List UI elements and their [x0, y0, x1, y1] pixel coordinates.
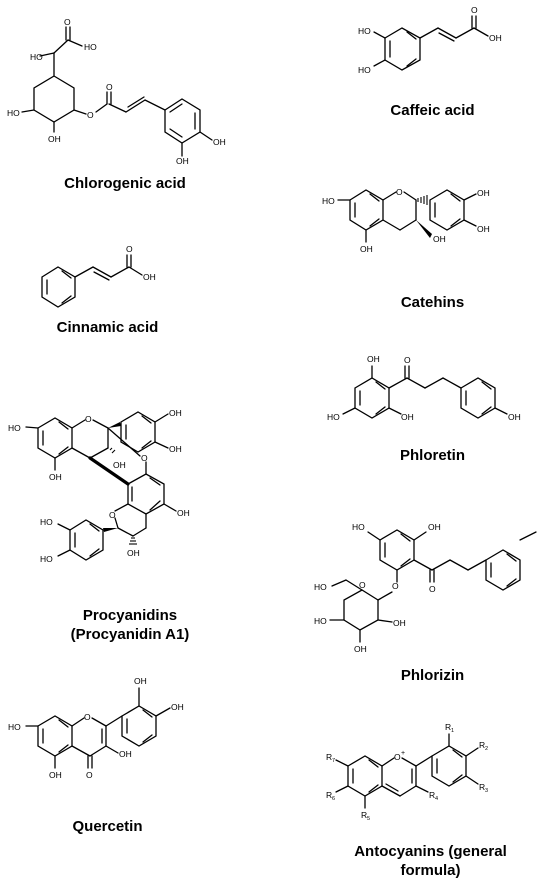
- phloretin-structure: OH O HO OH OH: [315, 340, 550, 435]
- phlorizin-caption: Phlorizin: [400, 667, 465, 684]
- chlorogenic-acid-caption: Chlorogenic acid: [64, 175, 186, 192]
- anthocyanins-r6-label: R: [326, 790, 332, 800]
- anthocyanins-r1-subscript: 1: [451, 728, 454, 734]
- phloretin-o-label: O: [404, 355, 411, 365]
- procyanidin-oh-c3-label: OH: [113, 460, 126, 470]
- anthocyanins-r5-subscript: 5: [367, 816, 370, 822]
- anthocyanins-caption: Antocyanins (general formula): [318, 842, 543, 880]
- chlorogenic-aryl-oh1-label: OH: [176, 156, 189, 166]
- phlorizin-ho-ch2-label: HO: [314, 582, 327, 592]
- anthocyanins-r7-label: R: [326, 752, 332, 762]
- quercetin-caption: Quercetin: [72, 818, 143, 835]
- procyanidin-ho-left-label: HO: [8, 423, 21, 433]
- anthocyanins-r2-label: R: [479, 740, 485, 750]
- catehins-ho-left-label: HO: [322, 196, 335, 206]
- cinnamic-o-label: O: [126, 244, 133, 254]
- procyanidin-o-lower-label: O: [109, 510, 116, 520]
- caffeic-o-label: O: [471, 5, 478, 15]
- caffeic-acid-caption: Caffeic acid: [390, 102, 475, 119]
- chlorogenic-oh-label: HO: [84, 42, 97, 52]
- phlorizin-structure: HO OH O O O HO HO OH OH: [300, 510, 550, 660]
- quercetin-structure: HO O OH OH O OH OH: [0, 660, 240, 800]
- caffeic-ho1-label: HO: [358, 26, 371, 36]
- chlorogenic-ho-label: HO: [30, 52, 43, 62]
- anthocyanins-r4-subscript: 4: [435, 796, 438, 802]
- catehins-oh-c3-label: OH: [433, 234, 446, 244]
- chlorogenic-ester-o-label: O: [87, 110, 94, 120]
- phlorizin-oh-c3-label: OH: [354, 644, 367, 654]
- phloretin-oh-para-label: OH: [508, 412, 521, 422]
- chlorogenic-acid-structure: HO HO O HO OH O O OH OH: [0, 0, 260, 170]
- caffeic-acid-structure: HO HO O OH: [330, 0, 550, 90]
- quercetin-oh-b1-label: OH: [134, 676, 147, 686]
- anthocyanins-structure: O + R 1 R 2 R 3 R 4 R 5 R 6 R 7: [310, 700, 550, 835]
- catehins-oh-bottom-label: OH: [360, 244, 373, 254]
- anthocyanins-r3-subscript: 3: [485, 788, 488, 794]
- chlorogenic-oh-bottom-label: OH: [48, 134, 61, 144]
- catehins-ring-o-label: O: [396, 187, 403, 197]
- catehins-structure: HO O OH OH OH OH: [310, 160, 550, 270]
- phloretin-oh-bottom-label: OH: [401, 412, 414, 422]
- quercetin-keto-o-label: O: [86, 770, 93, 780]
- phlorizin-oh-top-label: OH: [428, 522, 441, 532]
- procyanidin-bridge-o-label: O: [141, 453, 148, 463]
- catehins-aryl-oh1-label: OH: [477, 188, 490, 198]
- anthocyanins-plus-charge: +: [401, 750, 405, 757]
- procyanidin-ho-e2-label: HO: [40, 554, 53, 564]
- quercetin-ho-left-label: HO: [8, 722, 21, 732]
- procyanidins-caption-line2: (Procyanidin A1): [70, 626, 190, 643]
- procyanidins-caption: Procyanidins (Procyanidin A1): [0, 606, 260, 644]
- chlorogenic-carbonyl-o-label: O: [106, 82, 113, 92]
- phlorizin-oh-c2-label: OH: [393, 618, 406, 628]
- procyanidin-o-top-label: O: [85, 414, 92, 424]
- anthocyanins-caption-line2: formula): [400, 862, 461, 879]
- phloretin-caption: Phloretin: [399, 447, 465, 464]
- catehins-caption: Catehins: [400, 294, 465, 311]
- procyanidin-oh-b2-label: OH: [169, 444, 182, 454]
- anthocyanins-r7-subscript: 7: [332, 758, 335, 764]
- phloretin-oh-top-label: OH: [367, 354, 380, 364]
- procyanidin-oh-d-label: OH: [177, 508, 190, 518]
- chlorogenic-ho-left-label: HO: [7, 108, 20, 118]
- phlorizin-ho-c4-label: HO: [314, 616, 327, 626]
- anthocyanins-r4-label: R: [429, 790, 435, 800]
- cinnamic-oh-label: OH: [143, 272, 156, 282]
- anthocyanins-oxonium-o-label: O: [394, 752, 401, 762]
- anthocyanins-r5-label: R: [361, 810, 367, 820]
- procyanidins-caption-line1: Procyanidins: [82, 607, 178, 624]
- procyanidin-oh-c3b-label: OH: [127, 548, 140, 558]
- procyanidin-oh-a-bottom-label: OH: [49, 472, 62, 482]
- phlorizin-ring-o-label: O: [359, 580, 366, 590]
- chlorogenic-o-label: O: [64, 17, 71, 27]
- anthocyanins-caption-line1: Antocyanins (general: [354, 843, 507, 860]
- quercetin-oh-bottom-label: OH: [49, 770, 62, 780]
- phlorizin-ketone-o-label: O: [429, 584, 436, 594]
- procyanidin-oh-b1-label: OH: [169, 408, 182, 418]
- chlorogenic-aryl-oh2-label: OH: [213, 137, 226, 147]
- catehins-aryl-oh2-label: OH: [477, 224, 490, 234]
- anthocyanins-r2-subscript: 2: [485, 746, 488, 752]
- caffeic-ho2-label: HO: [358, 65, 371, 75]
- quercetin-ring-o-label: O: [84, 712, 91, 722]
- cinnamic-acid-caption: Cinnamic acid: [56, 319, 159, 336]
- phlorizin-ho-top-label: HO: [352, 522, 365, 532]
- anthocyanins-r6-subscript: 6: [332, 796, 335, 802]
- anthocyanins-r3-label: R: [479, 782, 485, 792]
- anthocyanins-r1-label: R: [445, 722, 451, 732]
- procyanidin-ho-e1-label: HO: [40, 517, 53, 527]
- quercetin-oh-c3-label: OH: [119, 749, 132, 759]
- phlorizin-glycoside-o-label: O: [392, 581, 399, 591]
- phloretin-ho-left-label: HO: [327, 412, 340, 422]
- procyanidin-a1-structure: HO O OH OH OH OH O OH O HO HO OH: [0, 380, 270, 580]
- cinnamic-acid-structure: O OH: [0, 235, 200, 308]
- quercetin-oh-b2-label: OH: [171, 702, 184, 712]
- caffeic-oh-label: OH: [489, 33, 502, 43]
